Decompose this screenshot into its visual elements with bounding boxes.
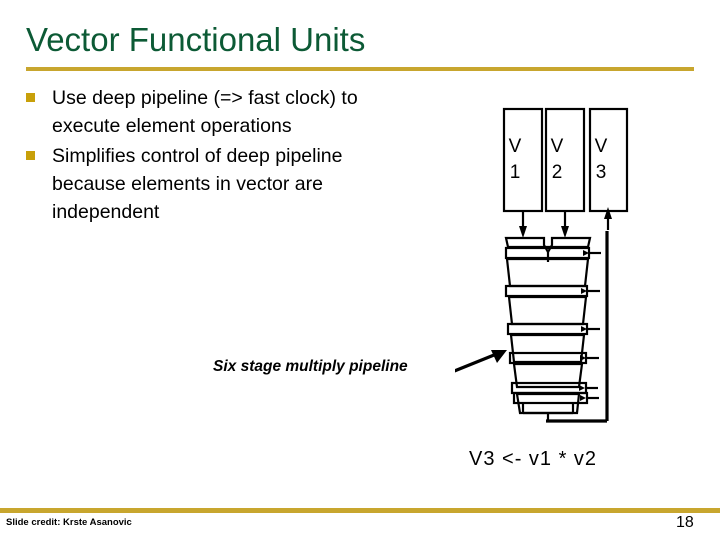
register-box-v1 [502,107,544,213]
pipeline-latch-3 [506,322,589,336]
register-box-v2 [544,107,586,213]
square-bullet-icon [26,93,35,102]
list-item: Simplifies control of deep pipeline beca… [26,142,386,226]
vector-equation: V3 <- v1 * v2 [469,448,598,470]
title-divider [26,67,694,71]
register-label-v1-line1: V [509,136,522,157]
pipeline-caption: Six stage multiply pipeline [213,358,408,375]
register-label-v2-line2: 2 [552,162,563,183]
register-label-v3-line1: V [595,136,608,157]
page-number: 18 [676,514,694,531]
pipeline-latch-2 [504,284,589,298]
bullet-list: Use deep pipeline (=> fast clock) to exe… [26,84,386,228]
bullet-text: Simplifies control of deep pipeline beca… [52,145,343,223]
register-label-v1-line2: 1 [510,162,521,183]
register-label-v3-line2: 3 [596,162,607,183]
register-box-v3 [588,107,629,213]
vector-pipeline-diagram: V 1 V 2 V 3 [455,95,705,430]
square-bullet-icon [26,151,35,160]
bullet-text: Use deep pipeline (=> fast clock) to exe… [52,87,358,137]
list-item: Use deep pipeline (=> fast clock) to exe… [26,84,386,140]
footer-divider [0,508,720,513]
register-label-v2-line1: V [551,136,564,157]
page-title: Vector Functional Units [26,21,366,58]
slide-credit: Slide credit: Krste Asanovic [6,517,132,528]
